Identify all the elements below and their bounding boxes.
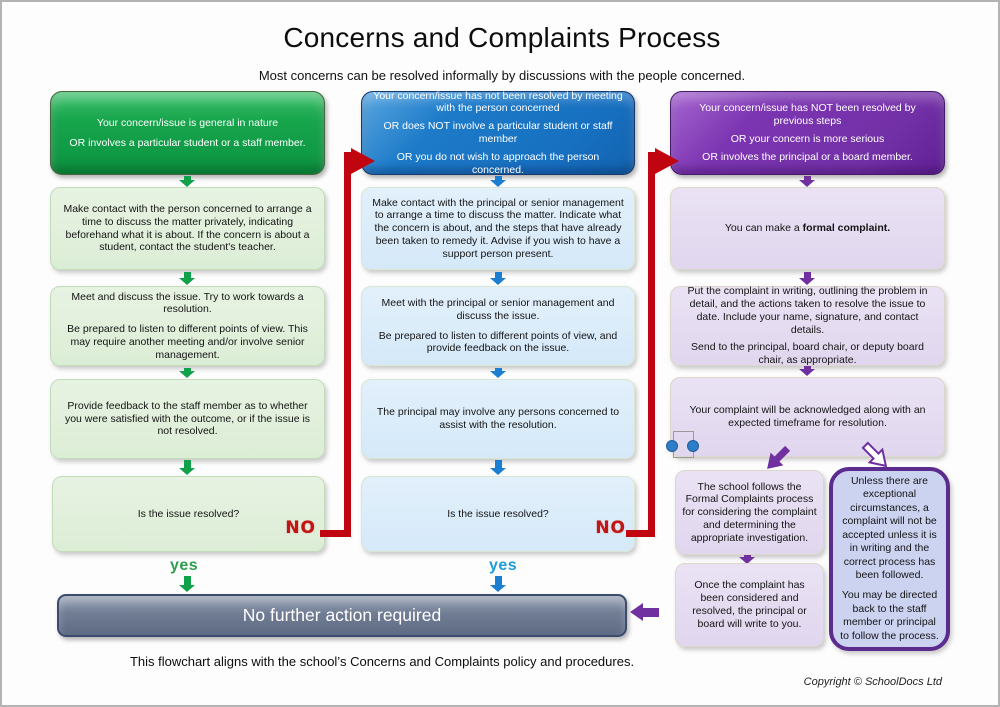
purple-down-arrow-icon bbox=[799, 366, 815, 376]
yes-label: yes bbox=[489, 557, 518, 574]
step-text: The principal may involve any persons co… bbox=[376, 406, 620, 431]
informal-step-box: Meet and discuss the issue. Try to work … bbox=[50, 286, 325, 366]
no-further-action-box: No further action required bbox=[57, 594, 627, 637]
management-decision-box: Is the issue resolved? NO bbox=[361, 476, 635, 552]
header-line: OR your concern is more serious bbox=[730, 133, 885, 145]
page-title: Concerns and Complaints Process bbox=[283, 22, 721, 53]
management-step-box: Make contact with the principal or senio… bbox=[361, 187, 635, 270]
step-text: Meet with the principal or senior manage… bbox=[381, 296, 615, 322]
red-connector-segment bbox=[626, 530, 654, 537]
informal-decision-box: Is the issue resolved? NO bbox=[52, 476, 325, 552]
green-down-arrow-icon bbox=[179, 460, 195, 475]
footer-note: This flowchart aligns with the school’s … bbox=[129, 654, 635, 669]
step-text: Once the complaint has been considered a… bbox=[692, 579, 807, 630]
header-line: OR does NOT involve a particular student… bbox=[383, 120, 613, 145]
exceptional-circumstances-callout-box: Unless there are exceptional circumstanc… bbox=[829, 467, 950, 651]
formal-step-box: Your complaint will be acknowledged alon… bbox=[670, 377, 945, 457]
header-line: OR involves the principal or a board mem… bbox=[702, 150, 913, 163]
selection-handle-icon bbox=[687, 440, 699, 452]
step-text: Be prepared to listen to different point… bbox=[378, 329, 618, 355]
step-text: You can make a formal complaint. bbox=[725, 222, 890, 235]
red-connector-arrowhead-icon bbox=[655, 148, 679, 174]
page-subtitle: Most concerns can be resolved informally… bbox=[258, 68, 746, 83]
green-down-arrow-icon bbox=[179, 576, 195, 592]
formal-step-box: You can make a formal complaint. bbox=[670, 187, 945, 270]
red-connector-segment bbox=[320, 530, 348, 537]
header-line: Your concern/issue is general in nature bbox=[96, 116, 279, 129]
yes-label: yes bbox=[170, 557, 199, 574]
step-text: Send to the principal, board chair, or d… bbox=[691, 341, 924, 367]
red-connector-segment bbox=[648, 152, 655, 537]
step-text: Provide feedback to the staff member as … bbox=[64, 399, 311, 438]
management-header-box: Your concern/issue has not been resolved… bbox=[361, 89, 635, 176]
green-down-arrow-icon bbox=[179, 272, 195, 285]
formal-followup-box: The school follows the Formal Complaints… bbox=[675, 470, 824, 555]
step-text: Be prepared to listen to different point… bbox=[67, 323, 308, 361]
step-text: The school follows the Formal Complaints… bbox=[682, 480, 817, 544]
step-text: Meet and discuss the issue. Try to work … bbox=[71, 290, 304, 316]
hollow-diagonal-arrow-icon bbox=[861, 441, 888, 468]
header-line: Your concern/issue has NOT been resolved… bbox=[699, 102, 916, 128]
formal-write-back-box: Once the complaint has been considered a… bbox=[675, 563, 824, 647]
header-line: OR involves a particular student or a st… bbox=[69, 136, 306, 149]
informal-header-box: Your concern/issue is general in nature … bbox=[50, 91, 325, 175]
step-text-prefix: You can make a bbox=[724, 222, 803, 235]
formal-header-box: Your concern/issue has NOT been resolved… bbox=[670, 91, 945, 175]
purple-down-arrow-icon bbox=[799, 272, 815, 285]
blue-down-arrow-icon bbox=[490, 272, 506, 285]
callout-text: You may be directed back to the staff me… bbox=[840, 589, 939, 642]
selection-handle-icon bbox=[666, 440, 678, 452]
formal-step-box: Put the complaint in writing, outlining … bbox=[670, 285, 945, 367]
informal-step-box: Make contact with the person concerned t… bbox=[50, 187, 325, 270]
management-step-box: The principal may involve any persons co… bbox=[361, 379, 635, 459]
blue-down-arrow-icon bbox=[490, 368, 506, 378]
step-text: Make contact with the person concerned t… bbox=[63, 202, 312, 254]
blue-down-arrow-icon bbox=[490, 576, 506, 592]
purple-down-arrow-icon bbox=[799, 176, 815, 187]
header-line: OR you do not wish to approach the perso… bbox=[396, 150, 600, 176]
no-label: NO bbox=[595, 518, 626, 539]
copyright-note: Copyright © SchoolDocs Ltd bbox=[803, 676, 942, 688]
purple-down-arrow-icon bbox=[739, 555, 755, 564]
informal-step-box: Provide feedback to the staff member as … bbox=[50, 379, 325, 459]
purple-left-arrow-icon bbox=[630, 602, 659, 622]
red-connector-arrowhead-icon bbox=[351, 148, 375, 174]
purple-diagonal-arrow-icon bbox=[767, 445, 791, 469]
decision-text: Is the issue resolved? bbox=[137, 507, 240, 520]
blue-down-arrow-icon bbox=[490, 460, 506, 475]
decision-text: Is the issue resolved? bbox=[447, 507, 549, 520]
red-connector-segment bbox=[344, 152, 351, 537]
no-label: NO bbox=[285, 518, 316, 539]
step-text: Your complaint will be acknowledged alon… bbox=[689, 404, 926, 429]
final-box-label: No further action required bbox=[242, 604, 442, 625]
blue-down-arrow-icon bbox=[490, 176, 506, 187]
header-line: Your concern/issue has not been resolved… bbox=[373, 89, 623, 115]
formal-complaint-bold: formal complaint. bbox=[802, 222, 891, 235]
management-step-box: Meet with the principal or senior manage… bbox=[361, 286, 635, 366]
callout-text: Unless there are exceptional circumstanc… bbox=[842, 474, 937, 581]
step-text: Make contact with the principal or senio… bbox=[372, 196, 624, 260]
step-text: Put the complaint in writing, outlining … bbox=[687, 285, 928, 336]
green-down-arrow-icon bbox=[179, 176, 195, 187]
green-down-arrow-icon bbox=[179, 368, 195, 378]
